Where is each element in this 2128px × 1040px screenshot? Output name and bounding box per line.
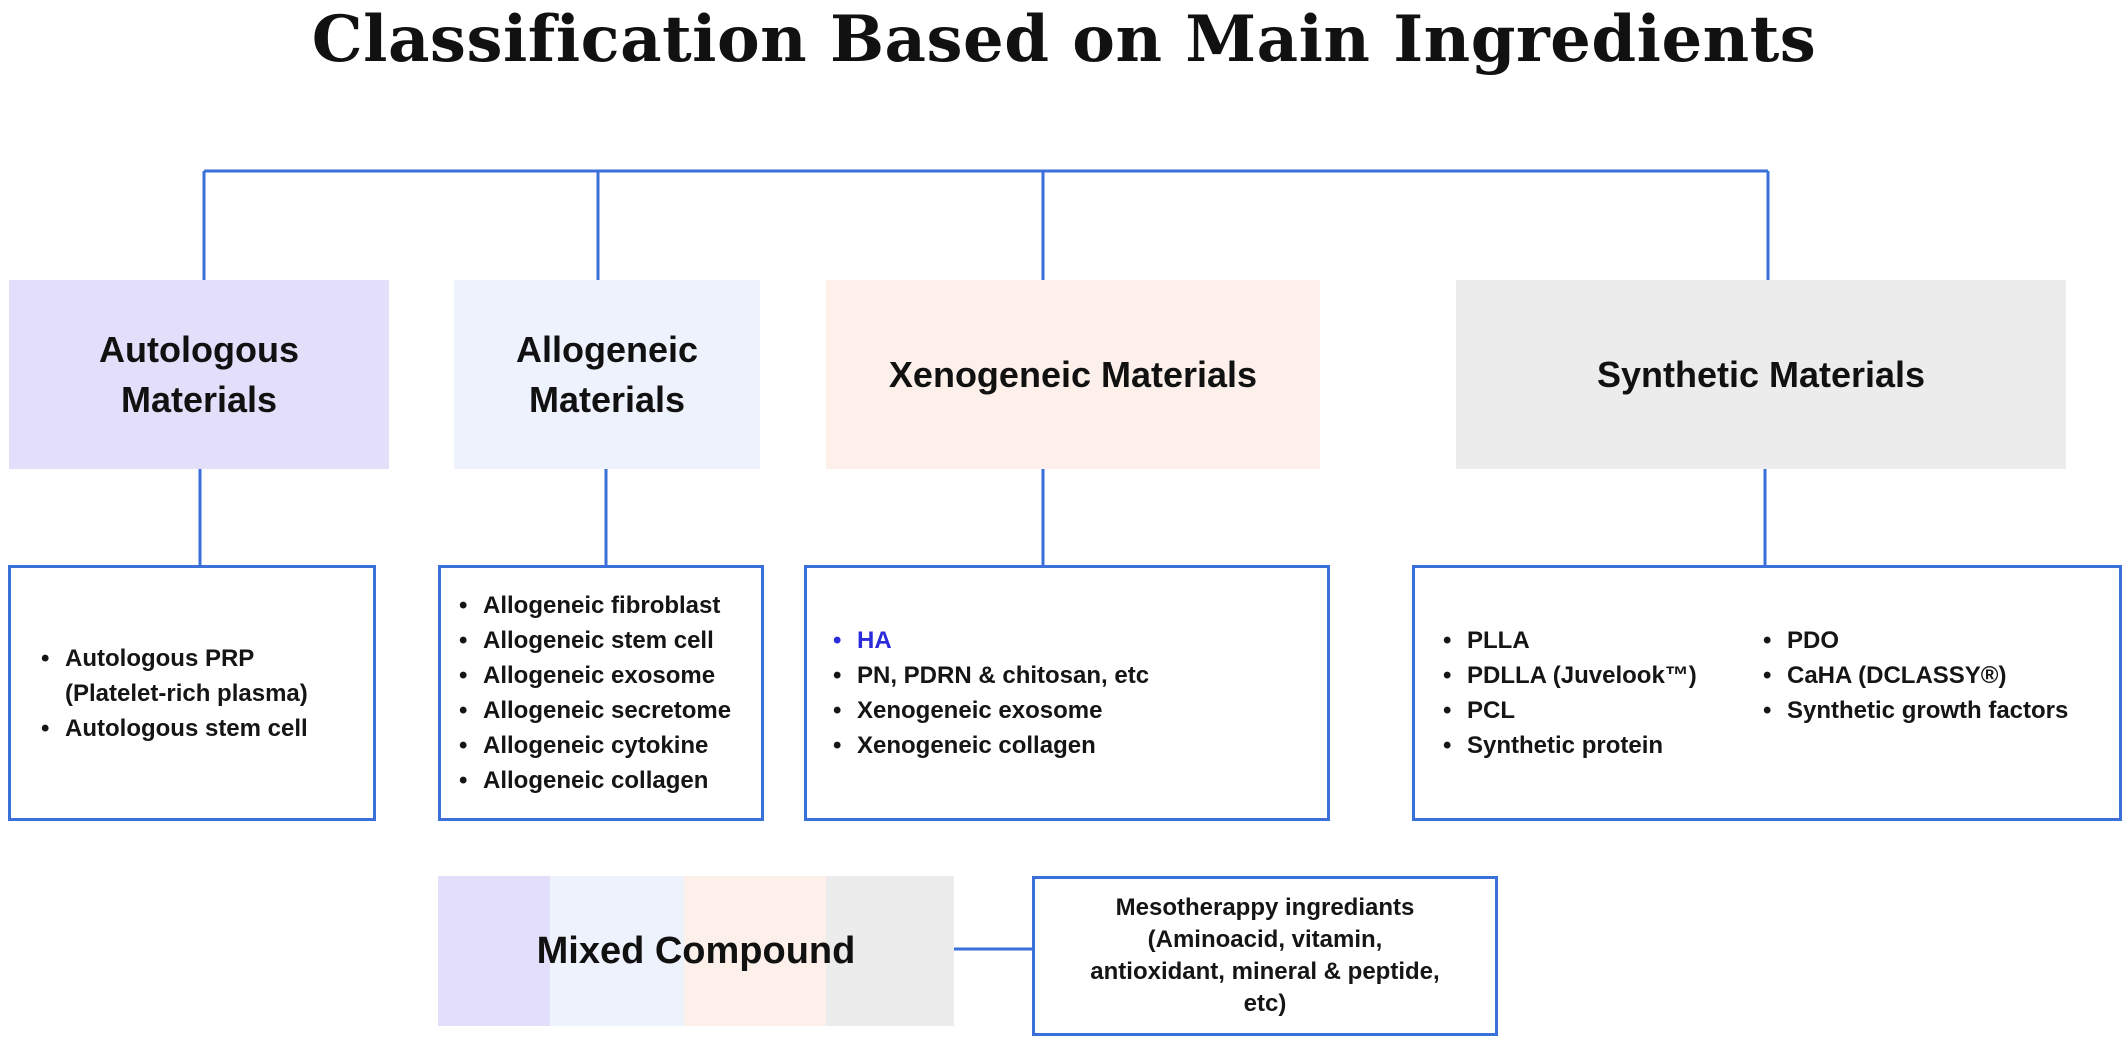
list-item: Allogeneic fibroblast [457,588,731,623]
category-autologous: Autologous Materials [9,280,389,469]
list-item: Xenogeneic exosome [831,693,1149,728]
category-autologous-line1: Autologous [99,328,299,370]
list-item: Synthetic protein [1441,728,1761,763]
mixed-band-synthetic [826,876,954,1026]
mixed-band-xenogeneic [684,876,826,1026]
list-item: PLLA [1441,623,1761,658]
list-synthetic-col2: PDO CaHA (DCLASSY®) Synthetic growth fac… [1761,623,2068,728]
list-item: Xenogeneic collagen [831,728,1149,763]
list-item: (Platelet-rich plasma) [65,679,308,707]
category-synthetic: Synthetic Materials [1456,280,2066,469]
list-synthetic: PLLA PDLLA (Juvelook™) PCL Synthetic pro… [1412,565,2122,821]
list-item: Allogeneic exosome [457,658,731,693]
category-xenogeneic-line1: Xenogeneic Materials [888,353,1258,395]
list-autologous: Autologous PRP (Platelet-rich plasma) Au… [8,565,376,821]
mesotherapy-line: antioxidant, mineral & peptide, [1090,958,1440,985]
mesotherapy-line: Mesotherappy ingrediants [1115,894,1415,921]
list-item: PDLLA (Juvelook™) [1441,658,1761,693]
list-item: CaHA (DCLASSY®) [1761,658,2068,693]
list-item: Autologous stem cell [39,711,308,746]
category-xenogeneic: Xenogeneic Materials [826,280,1320,469]
category-allogeneic-line1: Allogeneic [515,328,699,370]
list-item: Synthetic growth factors [1761,693,2068,728]
mixed-band-autologous [438,876,550,1026]
mesotherapy-box: Mesotherappy ingrediants (Aminoacid, vit… [1032,876,1498,1036]
category-allogeneic: Allogeneic Materials [454,280,760,469]
mesotherapy-line: (Aminoacid, vitamin, [1147,926,1383,953]
list-item: HA [831,623,1149,658]
category-synthetic-line1: Synthetic Materials [1596,353,1926,395]
list-item: PCL [1441,693,1761,728]
list-item: Allogeneic stem cell [457,623,731,658]
list-xenogeneic: HA PN, PDRN & chitosan, etc Xenogeneic e… [804,565,1330,821]
list-item: Allogeneic secretome [457,693,731,728]
mesotherapy-line: etc) [1243,990,1287,1017]
category-allogeneic-line2: Materials [528,378,686,420]
list-item: Allogeneic collagen [457,763,731,798]
list-item: Autologous PRP [39,641,308,676]
list-allogeneic: Allogeneic fibroblast Allogeneic stem ce… [438,565,764,821]
category-autologous-line2: Materials [120,378,278,420]
list-synthetic-col1: PLLA PDLLA (Juvelook™) PCL Synthetic pro… [1441,623,1761,763]
list-item: PDO [1761,623,2068,658]
list-item: Allogeneic cytokine [457,728,731,763]
mixed-band-allogeneic [550,876,684,1026]
mixed-compound-box: Mixed Compound [438,876,954,1026]
page-title: Classification Based on Main Ingredients [311,2,1817,77]
mixed-compound-label: Mixed Compound [536,929,856,972]
list-item: PN, PDRN & chitosan, etc [831,658,1149,693]
